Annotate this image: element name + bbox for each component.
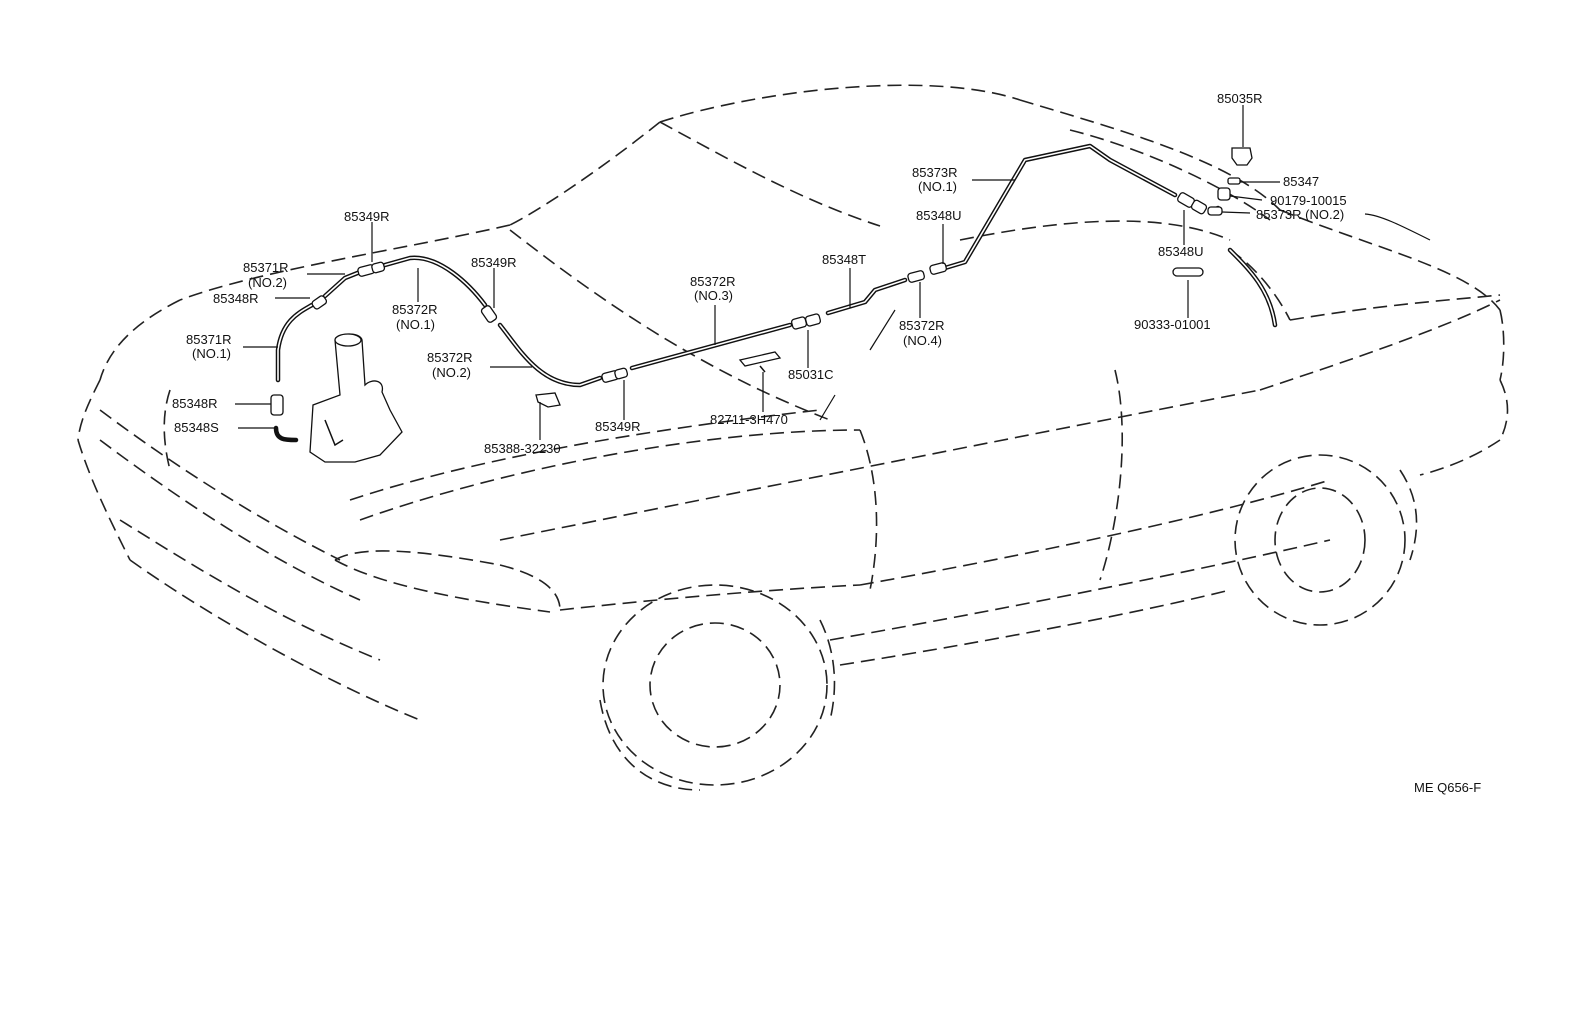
label-85372R-no1: 85372R xyxy=(392,302,438,317)
label-85031C: 85031C xyxy=(788,367,834,382)
label-85348U-top: 85348U xyxy=(916,208,962,223)
part-labels: 85035R 85347 90179-10015 85373R (NO.2) 8… xyxy=(172,91,1481,795)
label-85373R-no2: 85373R (NO.2) xyxy=(1256,207,1344,222)
label-85372R-no2-sub: (NO.2) xyxy=(432,365,471,380)
label-85373R-no1: (NO.1) xyxy=(918,179,957,194)
label-85348R-a: 85348R xyxy=(213,291,259,306)
label-90179-10015: 90179-10015 xyxy=(1270,193,1347,208)
wiper-pivot-82711 xyxy=(738,351,782,373)
label-85388-32230: 85388-32230 xyxy=(484,441,561,456)
nozzle-85388 xyxy=(535,392,561,408)
label-85371R-b: 85371R xyxy=(186,332,232,347)
label-85372R-no2: 85372R xyxy=(427,350,473,365)
label-85348U-right: 85348U xyxy=(1158,244,1204,259)
label-85371R-b-no: (NO.1) xyxy=(192,346,231,361)
car-body-outline xyxy=(77,84,1509,791)
label-82711-3H470: 82711-3H470 xyxy=(710,412,788,427)
label-85349R-c: 85349R xyxy=(595,419,641,434)
label-85372R-no3-sub: (NO.3) xyxy=(694,288,733,303)
label-85373R: 85373R xyxy=(912,165,958,180)
label-85348S: 85348S xyxy=(174,420,219,435)
hose-connectors xyxy=(270,192,1223,416)
label-85372R-no4: 85372R xyxy=(899,318,945,333)
label-85348R-b: 85348R xyxy=(172,396,218,411)
label-85348T: 85348T xyxy=(822,252,866,267)
label-85372R-no4-sub: (NO.4) xyxy=(903,333,942,348)
label-90333-01001: 90333-01001 xyxy=(1134,317,1211,332)
label-85371R-a-no: (NO.2) xyxy=(248,275,287,290)
label-85372R-no3: 85372R xyxy=(690,274,736,289)
washer-hoses xyxy=(273,143,1278,443)
label-85035R: 85035R xyxy=(1217,91,1263,106)
label-85371R-a: 85371R xyxy=(243,260,289,275)
label-85349R-a: 85349R xyxy=(344,209,390,224)
label-85349R-b: 85349R xyxy=(471,255,517,270)
label-85372R-no1-sub: (NO.1) xyxy=(396,317,435,332)
reference-code: ME Q656-F xyxy=(1414,780,1481,795)
leader-lines xyxy=(235,105,1431,440)
label-85347: 85347 xyxy=(1283,174,1319,189)
washer-nozzle-rear xyxy=(1217,147,1253,201)
washer-tank xyxy=(309,333,403,463)
